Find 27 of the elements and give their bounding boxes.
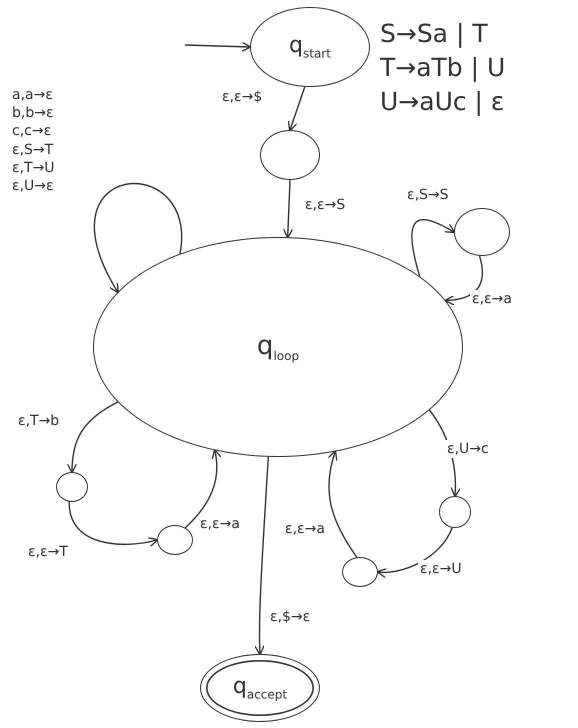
edge-label: ε,U→c: [445, 440, 491, 458]
transition-arrow: [411, 219, 456, 276]
transition-arrow: [376, 527, 453, 578]
state-name: q$_{loop}$: [256, 330, 300, 364]
transition-arrow: [67, 401, 118, 474]
state-circle: [342, 557, 378, 587]
state-circle: [157, 525, 193, 555]
accept-state: [200, 654, 320, 722]
state-circle: [260, 130, 320, 180]
state-circle: [439, 496, 471, 528]
state-circle: [56, 472, 88, 502]
transition-arrow: [328, 450, 358, 558]
transition-arrow: [184, 42, 252, 52]
grammar-rule: U→aUc | ε: [380, 86, 504, 118]
transition-arrow: [68, 502, 159, 547]
transition-arrow: [288, 86, 306, 132]
transition-arrow: [94, 183, 182, 294]
transition-arrow: [282, 180, 294, 239]
transition-arrow: [184, 448, 222, 528]
transition-arrow: [444, 256, 484, 306]
transition-arrow: [254, 456, 270, 656]
state-name: q$_{accept}$: [232, 674, 288, 702]
state-ellipse: [250, 7, 370, 87]
state-circle: [454, 208, 510, 256]
grammar-rule: S→Sa | T: [380, 18, 488, 50]
state-name: q$_{start}$: [289, 33, 331, 61]
grammar-rule: T→aTb | U: [380, 52, 506, 84]
